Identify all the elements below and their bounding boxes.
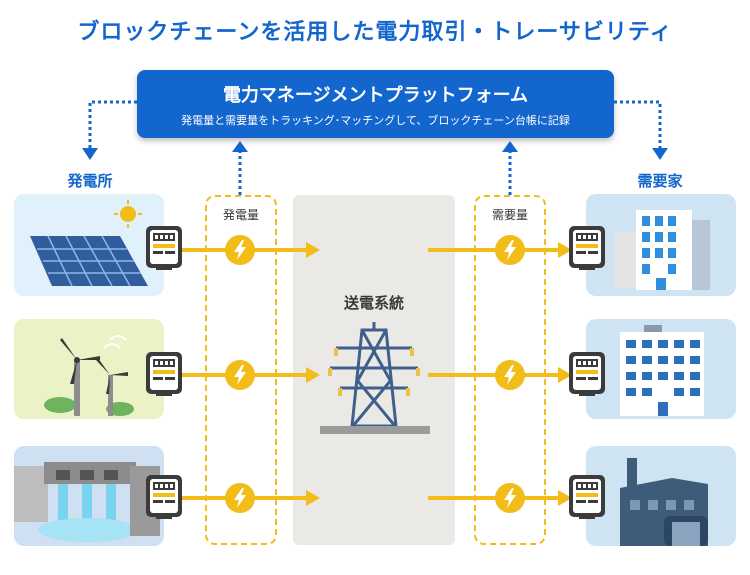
demand-amount-label: 需要量 bbox=[491, 208, 528, 222]
arrow-down-left-icon bbox=[82, 148, 98, 160]
lightning-icon bbox=[495, 483, 525, 513]
lightning-icon bbox=[225, 483, 255, 513]
arrow-down-right-icon bbox=[652, 148, 668, 160]
diagram-title: ブロックチェーンを活用した電力取引・トレーサビリティ bbox=[77, 20, 673, 45]
flow-arrow-icon bbox=[558, 490, 572, 506]
solar-panel-card bbox=[14, 194, 164, 296]
office-building-card bbox=[586, 194, 736, 296]
generation-side-label: 発電所 bbox=[67, 172, 113, 190]
generation-amount-label: 発電量 bbox=[222, 208, 259, 222]
smart-meter-icon bbox=[146, 475, 182, 519]
demand-amount-column bbox=[474, 195, 546, 545]
flow-arrow-icon bbox=[306, 367, 320, 383]
platform-box: 電力マネージメントプラットフォーム 発電量と需要量をトラッキング･マッチングして… bbox=[137, 70, 614, 138]
transmission-tower-icon bbox=[330, 322, 418, 428]
smart-meter-icon bbox=[569, 226, 605, 270]
smart-meter-icon bbox=[146, 352, 182, 396]
wind-turbine-card bbox=[14, 319, 164, 419]
smart-meter-icon bbox=[569, 475, 605, 519]
lightning-icon bbox=[495, 235, 525, 265]
flow-arrow-icon bbox=[306, 490, 320, 506]
transmission-grid-area bbox=[293, 195, 455, 545]
platform-title: 電力マネージメントプラットフォーム bbox=[222, 85, 529, 106]
platform-subtitle: 発電量と需要量をトラッキング･マッチングして、ブロックチェーン台帳に記録 bbox=[181, 114, 570, 127]
platform-to-demand-connector bbox=[614, 100, 662, 150]
apartment-building-card bbox=[586, 319, 736, 419]
demand-side-label: 需要家 bbox=[637, 172, 683, 190]
flow-arrow-icon bbox=[558, 367, 572, 383]
flow-arrow-icon bbox=[558, 242, 572, 258]
platform-to-generation-connector bbox=[88, 100, 137, 150]
arrow-up-generation-icon bbox=[232, 141, 248, 152]
arrow-up-demand-icon bbox=[502, 141, 518, 152]
smart-meter-icon bbox=[569, 352, 605, 396]
grid-label: 送電系統 bbox=[343, 294, 404, 312]
generation-amount-column bbox=[205, 195, 277, 545]
lightning-icon bbox=[225, 360, 255, 390]
flow-arrow-icon bbox=[306, 242, 320, 258]
factory-card bbox=[586, 446, 736, 546]
smart-meter-icon bbox=[146, 226, 182, 270]
hydro-dam-card bbox=[14, 446, 164, 546]
lightning-icon bbox=[495, 360, 525, 390]
tower-base bbox=[320, 426, 430, 434]
lightning-icon bbox=[225, 235, 255, 265]
